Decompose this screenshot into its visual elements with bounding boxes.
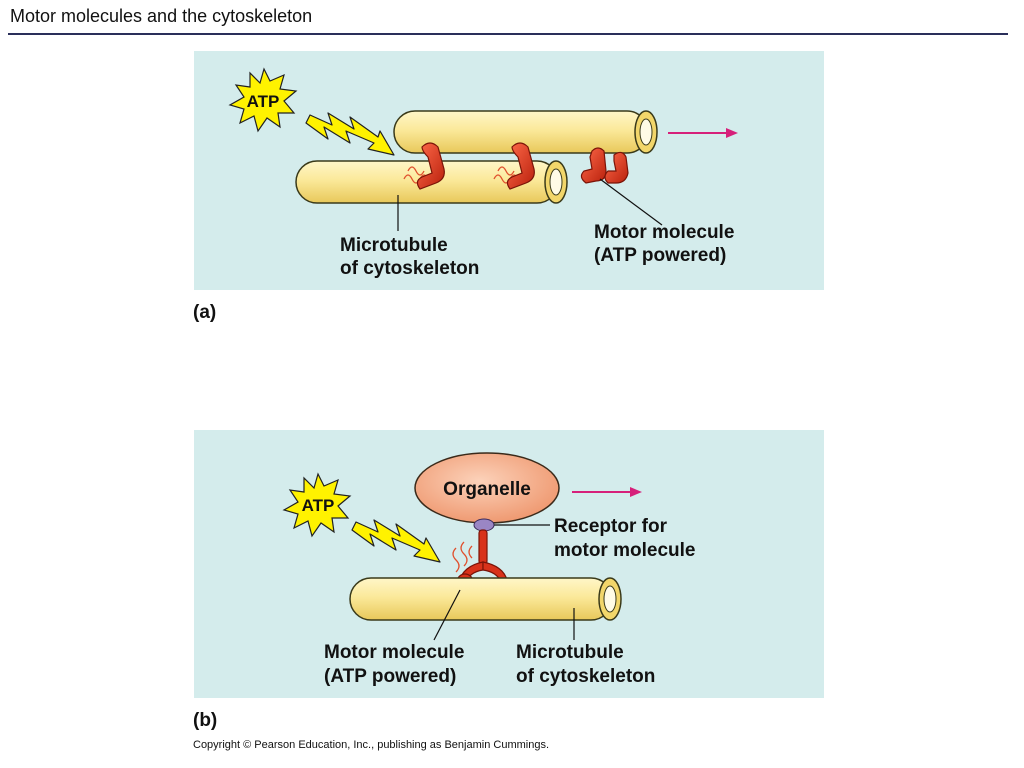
leader-motor xyxy=(599,178,663,226)
microtubule-label-line1: Microtubule xyxy=(516,642,624,663)
atp-label: ATP xyxy=(302,496,335,515)
copyright-notice: Copyright © Pearson Education, Inc., pub… xyxy=(193,739,550,751)
motion-wiggle-icon xyxy=(452,541,473,573)
receptor xyxy=(473,518,495,532)
microtubule-label-line2: of cytoskeleton xyxy=(340,258,479,279)
motion-wiggle-icon xyxy=(403,166,519,184)
leader-motor xyxy=(433,589,461,641)
receptor-label-line1: Receptor for xyxy=(554,516,668,537)
panel-b-figure: ATP Organelle xyxy=(194,430,824,698)
slide-title: Motor molecules and the cytoskeleton xyxy=(10,6,313,26)
motor-label-line2: (ATP powered) xyxy=(324,666,456,687)
microtubule-label-line1: Microtubule xyxy=(340,235,448,256)
panel-a-letter: (a) xyxy=(193,302,217,323)
energy-bolt-icon xyxy=(351,519,441,563)
energy-bolt-icon xyxy=(305,112,395,156)
direction-arrow-icon xyxy=(668,128,738,138)
panel-b-diagram: ATP Organelle xyxy=(282,452,695,687)
motor-label-line1: Motor molecule xyxy=(594,222,734,243)
receptor-label-line2: motor molecule xyxy=(554,540,695,561)
direction-arrow-icon xyxy=(572,487,642,497)
title-divider xyxy=(8,33,1008,35)
panel-a-figure: ATP xyxy=(194,51,824,290)
panel-a-diagram: ATP xyxy=(228,67,738,279)
motor-label-line1: Motor molecule xyxy=(324,642,464,663)
microtubule-upper xyxy=(393,110,658,154)
organelle: Organelle xyxy=(414,452,560,524)
panel-b-letter: (b) xyxy=(193,710,218,731)
microtubule-label-line2: of cytoskeleton xyxy=(516,666,655,687)
microtubule xyxy=(349,577,622,621)
atp-starburst-icon: ATP xyxy=(228,67,298,133)
motor-label-line2: (ATP powered) xyxy=(594,245,726,266)
organelle-label: Organelle xyxy=(443,479,531,500)
atp-label: ATP xyxy=(247,92,280,111)
atp-starburst-icon: ATP xyxy=(282,472,352,538)
